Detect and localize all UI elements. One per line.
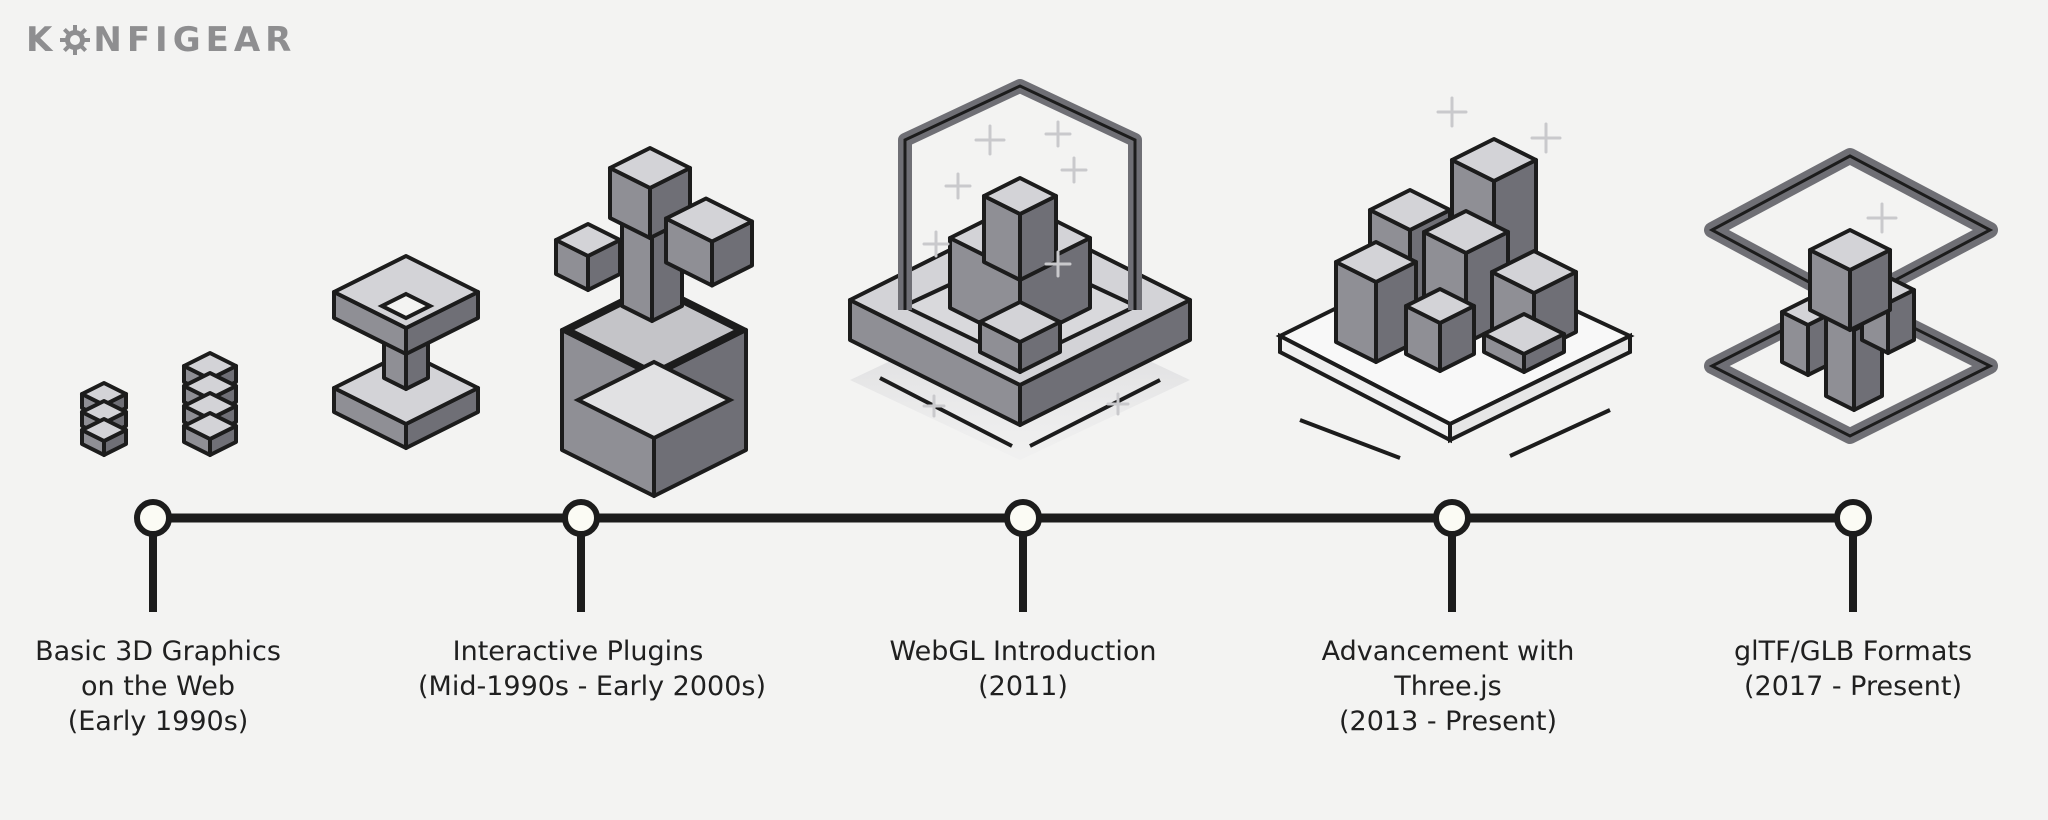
sparkle-icon (1060, 156, 1088, 184)
stage2-illustration (554, 146, 754, 498)
city-block-right (1490, 249, 1578, 355)
webgl-core-upper (982, 176, 1058, 282)
sparkle-icon (1106, 392, 1130, 416)
plugin-side-block-right (664, 196, 754, 288)
milestone-node (1004, 499, 1042, 537)
milestone-label-line: WebGL Introduction (889, 636, 1157, 667)
milestone-node (134, 499, 172, 537)
sparkle-icon (922, 394, 946, 418)
plugin-side-block-left (554, 222, 622, 292)
sparkle-icon (1044, 250, 1072, 278)
sparkle-icon (1866, 202, 1898, 234)
milestone-label-line: Three.js (1394, 671, 1502, 702)
sparkle-icon (1436, 96, 1468, 128)
gltf-block-top (1808, 228, 1892, 332)
konfigear-logo: K NFIGEAR (26, 20, 296, 60)
milestone-label-line: Basic 3D Graphics (35, 636, 281, 667)
milestone-label-line: Advancement with (1321, 636, 1575, 667)
milestone-label-1: Basic 3D Graphics on the Web (Early 1990s) (0, 634, 318, 739)
stage5-illustration (1704, 148, 1998, 444)
milestone-label-line: (2017 - Present) (1744, 671, 1962, 702)
gear-icon (60, 25, 91, 55)
milestone-label-line: (2013 - Present) (1339, 706, 1557, 737)
milestone-label-line: (2011) (978, 671, 1068, 702)
milestone-node (562, 499, 600, 537)
tiny-stack-block-3 (80, 417, 128, 457)
webgl-platform (848, 213, 1192, 427)
stage3-illustration (848, 79, 1192, 460)
small-stack-block-4 (182, 411, 238, 457)
sparkle-icon (944, 172, 972, 200)
milestone-label-line: glTF/GLB Formats (1733, 636, 1973, 667)
logo-text-left: K (26, 20, 58, 60)
milestone-label-line: (Early 1990s) (67, 706, 249, 737)
milestone-label-line: on the Web (81, 671, 235, 702)
webgl-core-front (978, 300, 1062, 374)
sparkle-icon (1530, 122, 1562, 154)
city-block-flat (1482, 312, 1566, 374)
milestone-node (1433, 499, 1471, 537)
sparkle-icon (1044, 120, 1072, 148)
sparkle-icon (922, 230, 950, 258)
sparkle-icon (974, 124, 1006, 156)
milestone-label-line: (Mid-1990s - Early 2000s) (418, 671, 766, 702)
stage1-illustration (80, 254, 480, 457)
stage4-illustration (1275, 137, 1635, 460)
sparkle-decorations (922, 96, 1898, 418)
milestone-label-5: glTF/GLB Formats (2017 - Present) (1693, 634, 2013, 704)
milestone-label-2: Interactive Plugins (Mid-1990s - Early 20… (418, 634, 766, 704)
logo-text-right: NFIGEAR (93, 20, 297, 60)
milestone-label-3: WebGL Introduction (2011) (863, 634, 1183, 704)
milestone-node (1834, 499, 1872, 537)
milestone-label-line: Interactive Plugins (452, 636, 704, 667)
city-block-front-small (1404, 287, 1476, 373)
